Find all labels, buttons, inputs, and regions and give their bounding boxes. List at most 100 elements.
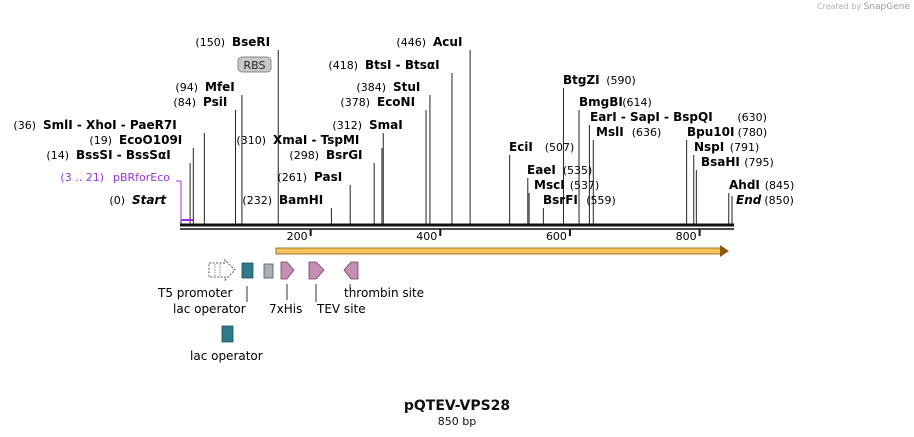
- site-label-bseri[interactable]: (150) BseRI: [195, 35, 270, 49]
- site-position: (150): [195, 36, 225, 49]
- site-name: BseRI: [232, 35, 270, 49]
- his-arrow-feature[interactable]: [280, 261, 295, 280]
- site-position: (614): [622, 96, 652, 109]
- site-label-bpu10i[interactable]: (780) Bpu10I: [687, 125, 767, 139]
- ruler-tick-label: 200: [287, 230, 308, 243]
- site-label-acui[interactable]: (446)AcuI: [396, 35, 462, 49]
- site-position: (19): [89, 134, 112, 147]
- primer-pBRforEco[interactable]: (3 .. 21) pBRforEco: [60, 171, 193, 221]
- site-labels: (150) BseRI (446)AcuI (418) BtsI - BtsαI (94)…: [13, 35, 794, 207]
- lac-operator-feature-1[interactable]: [241, 262, 254, 279]
- site-label-msci[interactable]: (537)MscI: [534, 178, 599, 192]
- site-label-ecoo109i[interactable]: (19) EcoO109I: [89, 133, 182, 147]
- site-name: AcuI: [433, 35, 462, 49]
- site-label-smli-xhoi-paer7i[interactable]: (36) SmlI - XhoI - PaeR7I: [13, 118, 176, 132]
- site-label-eaei[interactable]: (535) EaeI: [527, 163, 592, 177]
- site-name: PsiI: [203, 95, 227, 109]
- tev-site-feature[interactable]: [308, 261, 325, 280]
- t5-promoter-feature[interactable]: [208, 258, 236, 282]
- site-label-start[interactable]: (0)Start: [109, 193, 167, 207]
- site-label-econi[interactable]: (378)EcoNI: [340, 95, 415, 109]
- t5-promoter-label: T5 promoter: [157, 286, 233, 300]
- his-tag-feature[interactable]: [263, 263, 274, 279]
- rbs-feature[interactable]: RBS: [237, 56, 272, 73]
- tev-site-label: TEV site: [316, 302, 366, 316]
- site-name: EarI - SapI - BspQI: [590, 110, 713, 124]
- site-name: BtgZI: [563, 73, 600, 87]
- ruler-tick-label: 600: [546, 230, 567, 243]
- site-label-bsahi[interactable]: (795) BsaHI: [701, 155, 774, 169]
- primer-range: (3 .. 21): [60, 171, 104, 184]
- site-name: MslI: [596, 125, 624, 139]
- site-position: (590): [606, 74, 636, 87]
- site-position: (0): [109, 194, 125, 207]
- site-name: SmlI - XhoI - PaeR7I: [43, 118, 177, 132]
- site-label-ecii[interactable]: (507)EciI: [509, 140, 574, 154]
- site-label-stui[interactable]: (384) StuI: [356, 80, 420, 94]
- site-position: (535): [563, 164, 593, 177]
- site-position: (850): [764, 194, 794, 207]
- ruler-tick-label: 800: [676, 230, 697, 243]
- site-name: BsaHI: [701, 155, 740, 169]
- site-position: (232): [242, 194, 272, 207]
- thrombin-site-label: thrombin site: [344, 286, 424, 300]
- site-name: StuI: [393, 80, 420, 94]
- site-label-eari-sapi-bspqi[interactable]: (630) EarI - SapI - BspQI: [590, 110, 767, 124]
- site-position: (84): [173, 96, 196, 109]
- site-position: (791): [730, 141, 760, 154]
- site-name: XmaI - TspMI: [273, 133, 359, 147]
- site-label-msli[interactable]: (636) MslI: [596, 125, 661, 139]
- site-position: (14): [46, 149, 69, 162]
- site-label-btgzi[interactable]: (590) BtgZI: [563, 73, 636, 87]
- orf-arrow-feature[interactable]: [275, 245, 729, 257]
- site-position: (795): [744, 156, 774, 169]
- site-label-ahdi[interactable]: (845)AhdI: [729, 178, 794, 192]
- plasmid-title: pQTEV-VPS28: [403, 398, 511, 414]
- site-label-end[interactable]: (850)End: [736, 193, 794, 207]
- lac-operator-feature-2[interactable]: [221, 325, 234, 343]
- site-position: (312): [332, 119, 362, 132]
- site-name: BamHI: [279, 193, 323, 207]
- site-name: EcoO109I: [119, 133, 182, 147]
- lac-operator-label-1: lac operator: [173, 302, 246, 316]
- thrombin-site-feature[interactable]: [343, 261, 359, 280]
- site-position: (418): [328, 59, 358, 72]
- site-position: (537): [570, 179, 600, 192]
- site-label-bamhi[interactable]: (232) BamHI: [242, 193, 323, 207]
- site-label-smai[interactable]: (312)SmaI: [332, 118, 402, 132]
- site-name: EaeI: [527, 163, 556, 177]
- snapgene-brand: SnapGene: [863, 2, 910, 12]
- site-position: (845): [765, 179, 795, 192]
- site-label-nspi[interactable]: (791) NspI: [694, 140, 759, 154]
- site-position: (94): [175, 81, 198, 94]
- site-name: End: [736, 193, 762, 207]
- site-position: (384): [356, 81, 386, 94]
- site-label-btsi-bts-i[interactable]: (418) BtsI - BtsαI: [328, 58, 439, 72]
- site-position: (636): [632, 126, 662, 139]
- site-position: (261): [277, 171, 307, 184]
- site-label-bmgbi[interactable]: (614)BmgBI: [579, 95, 652, 109]
- primer-label: pBRforEco: [113, 171, 170, 184]
- site-position: (780): [738, 126, 768, 139]
- his-label: 7xHis: [269, 302, 302, 316]
- site-label-xmai-tspmi[interactable]: (310)XmaI - TspMI: [236, 133, 359, 147]
- site-position: (630): [737, 111, 767, 124]
- site-name: Bpu10I: [687, 125, 734, 139]
- site-position: (559): [586, 194, 616, 207]
- site-name: BsrGI: [326, 148, 363, 162]
- site-name: BtsI - BtsαI: [365, 58, 440, 72]
- credit-prefix: Created by: [817, 2, 862, 11]
- site-name: NspI: [694, 140, 724, 154]
- site-label-pasi[interactable]: (261) PasI: [277, 170, 342, 184]
- site-label-bsssi-bsss-i[interactable]: (14)BssSI - BssSαI: [46, 148, 170, 162]
- site-position: (36): [13, 119, 36, 132]
- site-label-psii[interactable]: (84) PsiI: [173, 95, 227, 109]
- ruler-tick-label: 400: [416, 230, 437, 243]
- site-name: EcoNI: [377, 95, 415, 109]
- site-label-bsrfi[interactable]: (559)BsrFI: [543, 193, 616, 207]
- site-name: PasI: [314, 170, 342, 184]
- snapgene-credit: Created by SnapGene: [817, 2, 910, 12]
- site-label-bsrgi[interactable]: (298)BsrGI: [289, 148, 362, 162]
- site-label-mfei[interactable]: (94)MfeI: [175, 80, 234, 94]
